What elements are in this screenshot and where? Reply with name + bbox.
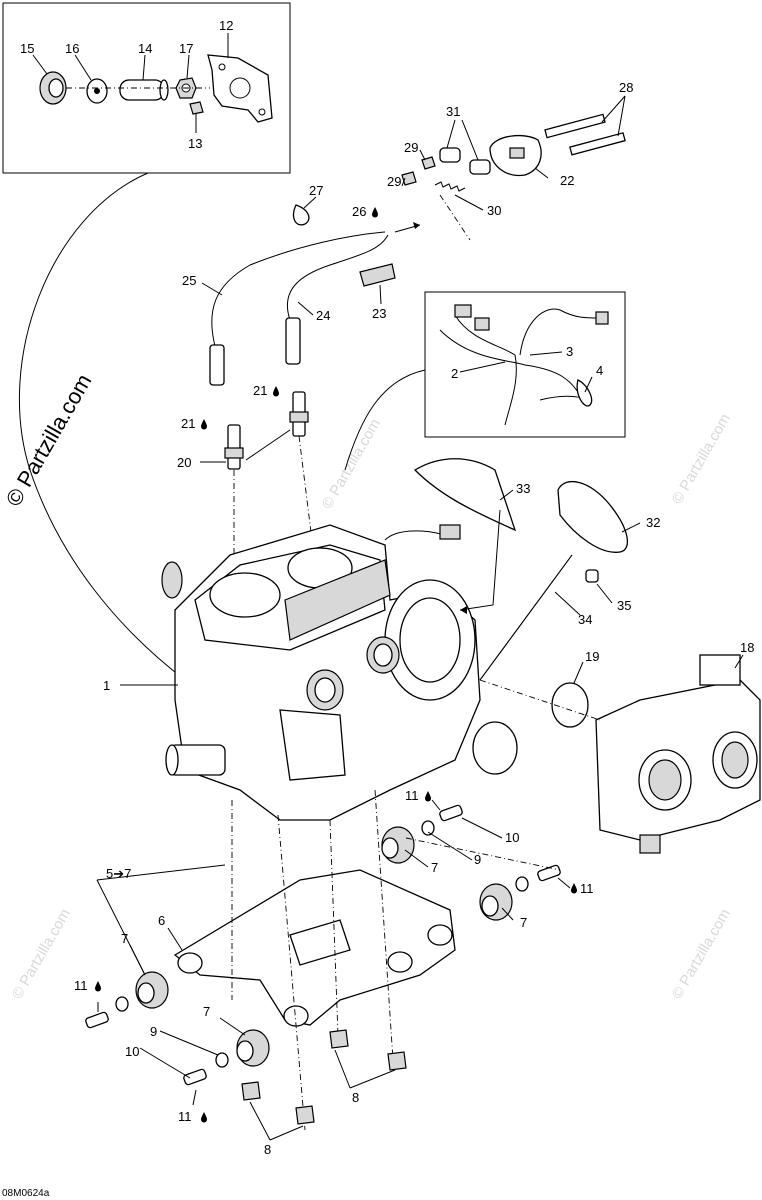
engine-block: 1 (103, 524, 481, 821)
sealant-drop-icon (95, 981, 101, 992)
label-29: 29 (387, 174, 401, 189)
label-5-to-7: 5➔7 (106, 866, 131, 881)
label-11-bottom: 11 (178, 1109, 192, 1124)
oil-cap-group: 33 32 34 35 (413, 458, 660, 681)
label-14: 14 (138, 41, 152, 56)
inset-box-wiring: 2 3 4 (424, 291, 626, 438)
label-10-right: 10 (505, 830, 519, 845)
label-8-right: 8 (352, 1090, 359, 1105)
sealant-drop-icon (201, 419, 207, 430)
label-12: 12 (219, 18, 233, 33)
sealant-drop-icon (571, 883, 577, 894)
label-7-upper: 7 (431, 860, 438, 875)
label-4: 4 (596, 363, 603, 378)
inset-box-top-left: 15 16 14 17 12 13 (2, 2, 291, 174)
label-27: 27 (309, 183, 323, 198)
label-9-right: 9 (474, 852, 481, 867)
sealant-drop-icon (425, 791, 431, 802)
inset-reference-arc (18, 172, 186, 681)
label-28: 28 (619, 80, 633, 95)
label-25: 25 (182, 273, 196, 288)
sealant-drop-icon (372, 207, 378, 218)
label-6: 6 (158, 913, 165, 928)
label-7-left: 7 (121, 931, 128, 946)
engine-mount-plate: 6 (158, 789, 456, 1131)
throttle-parts-group: 31 28 22 29 29 30 26 27 25 24 23 (182, 80, 633, 386)
label-29-top: 29 (404, 140, 418, 155)
label-18: 18 (740, 640, 754, 655)
label-16: 16 (65, 41, 79, 56)
sealant-drop-icon (201, 1112, 207, 1123)
label-3: 3 (566, 344, 573, 359)
label-32: 32 (646, 515, 660, 530)
label-10-left: 10 (125, 1044, 139, 1059)
label-8-bottom: 8 (264, 1142, 271, 1157)
label-21-right: 21 (253, 383, 267, 398)
label-30: 30 (487, 203, 501, 218)
label-2: 2 (451, 366, 458, 381)
watermark-text: © Partzilla.com (9, 906, 74, 1002)
label-19: 19 (585, 649, 599, 664)
spark-plugs-group: 20 21 21 (177, 383, 313, 560)
label-15: 15 (20, 41, 34, 56)
sealant-drop-icon (273, 386, 279, 397)
label-24: 24 (316, 308, 330, 323)
watermark-text: © Partzilla.com (669, 411, 734, 507)
label-23: 23 (372, 306, 386, 321)
label-11-left: 11 (74, 978, 88, 993)
diagram-code: 08M0624a (2, 1188, 50, 1199)
label-22: 22 (560, 173, 574, 188)
label-17: 17 (179, 41, 193, 56)
watermark-text: © Partzilla.com (669, 906, 734, 1002)
label-26: 26 (352, 204, 366, 219)
mount-hardware-group: 11 10 9 7 7 11 5➔7 7 7 11 9 10 11 8 8 (74, 788, 594, 1157)
label-7-lower: 7 (203, 1004, 210, 1019)
label-7-right: 7 (520, 915, 527, 930)
watermark-main: © Partzilla.com (1, 370, 97, 511)
label-33: 33 (516, 481, 530, 496)
label-31: 31 (446, 104, 460, 119)
watermark-text: © Partzilla.com (319, 416, 384, 512)
label-34: 34 (578, 612, 592, 627)
label-1: 1 (103, 678, 110, 693)
carburetor-group: 18 19 (472, 640, 761, 854)
label-35: 35 (617, 598, 631, 613)
label-21-left: 21 (181, 416, 195, 431)
label-13: 13 (188, 136, 202, 151)
label-20: 20 (177, 455, 191, 470)
label-11-top: 11 (405, 788, 419, 803)
label-9-left: 9 (150, 1024, 157, 1039)
wiring-reference-line (344, 369, 426, 471)
label-11-right: 11 (580, 881, 594, 896)
